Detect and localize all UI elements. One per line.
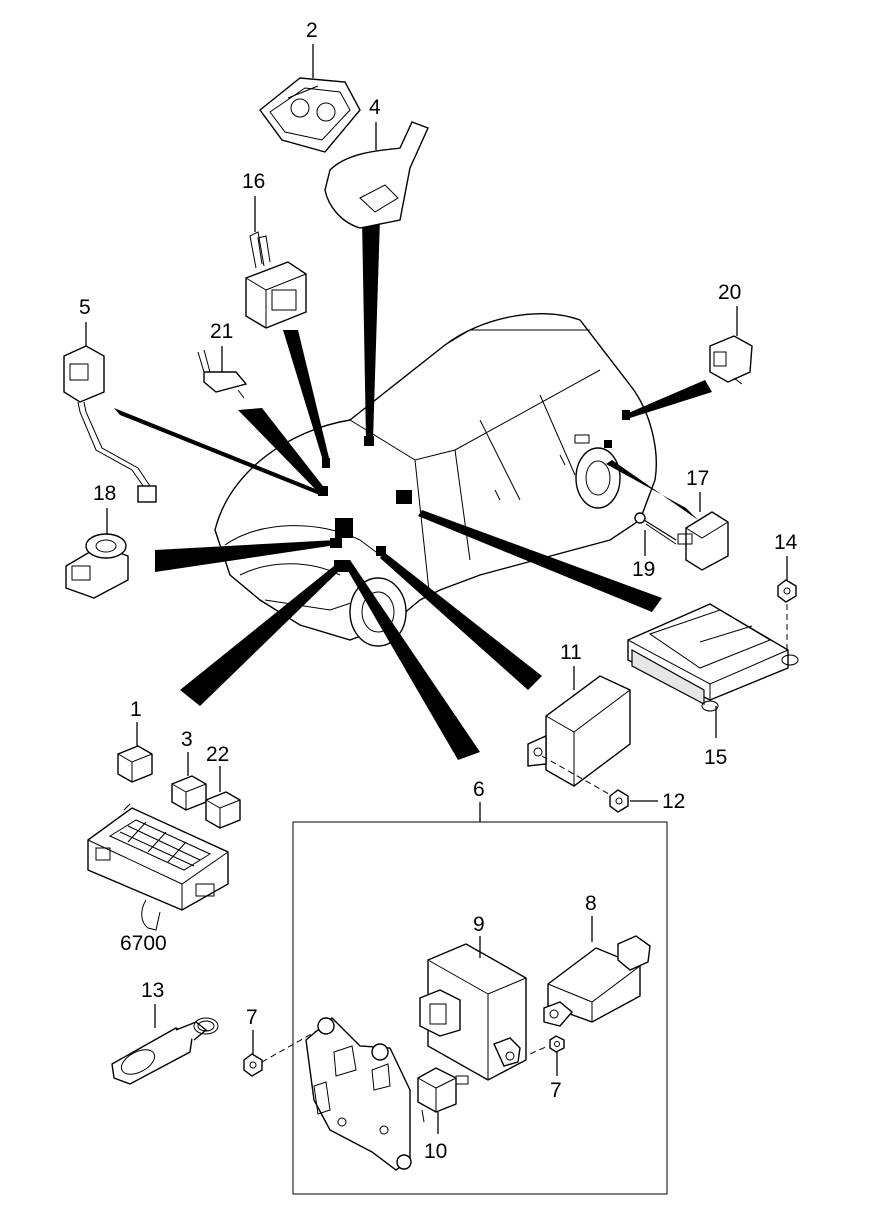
assembly-6-box: [292, 802, 668, 1195]
label-21: 21: [210, 320, 233, 343]
label-14: 14: [774, 531, 798, 554]
label-12: 12: [662, 790, 685, 813]
label-8: 8: [585, 892, 597, 915]
vehicle-markers: [318, 410, 630, 572]
label-2: 2: [306, 19, 318, 42]
part-13-key-fob[interactable]: [111, 1004, 219, 1085]
part-19-bolt[interactable]: [634, 512, 677, 556]
part-22-relay[interactable]: [205, 766, 241, 829]
part-15-control-unit[interactable]: [627, 603, 799, 738]
leader-wedges: [114, 218, 712, 760]
label-10: 10: [424, 1140, 447, 1163]
part-2-overhead-console[interactable]: [259, 44, 361, 153]
part-9-module[interactable]: [419, 936, 527, 1081]
part-1-relay[interactable]: [117, 722, 153, 783]
part-18-buzzer[interactable]: [65, 508, 129, 599]
part-14-nut[interactable]: [777, 556, 797, 660]
part-20-module[interactable]: [709, 306, 753, 385]
part-7-nut-left[interactable]: [243, 1030, 263, 1077]
label-9: 9: [473, 913, 485, 936]
label-6700: 6700: [120, 932, 167, 955]
label-1: 1: [130, 698, 142, 721]
label-7-right: 7: [550, 1079, 562, 1102]
label-20: 20: [718, 281, 741, 304]
label-19: 19: [632, 558, 655, 581]
label-15: 15: [704, 746, 727, 769]
label-3: 3: [181, 728, 193, 751]
part-17-module[interactable]: [677, 492, 729, 571]
part-3-relay[interactable]: [171, 752, 207, 811]
part-21-sensor[interactable]: [197, 346, 248, 399]
label-18: 18: [93, 482, 116, 505]
part-11-module[interactable]: [527, 666, 631, 799]
label-17: 17: [686, 467, 709, 490]
label-7-left: 7: [246, 1006, 258, 1029]
label-6: 6: [473, 778, 485, 801]
label-16: 16: [242, 170, 265, 193]
part-7-nut-right[interactable]: [511, 1035, 565, 1076]
part-10-connector[interactable]: [417, 1067, 469, 1134]
part-number-labels: 2 4 16 21 5 18 20 17 19 14 11 15 12 6 1 …: [79, 19, 798, 1163]
part-6700-junction-block[interactable]: [87, 803, 229, 931]
label-22: 22: [206, 743, 229, 766]
part-4-mirror-cover[interactable]: [324, 121, 429, 229]
part-16-module[interactable]: [245, 196, 307, 329]
label-11: 11: [560, 641, 582, 664]
part-12-nut[interactable]: [609, 789, 658, 813]
part-5-switch[interactable]: [63, 322, 157, 503]
label-5: 5: [79, 296, 91, 319]
part-8-module[interactable]: [543, 916, 651, 1027]
label-4: 4: [369, 96, 381, 119]
assembly-6-bracket[interactable]: [261, 1017, 412, 1171]
label-13: 13: [141, 979, 164, 1002]
